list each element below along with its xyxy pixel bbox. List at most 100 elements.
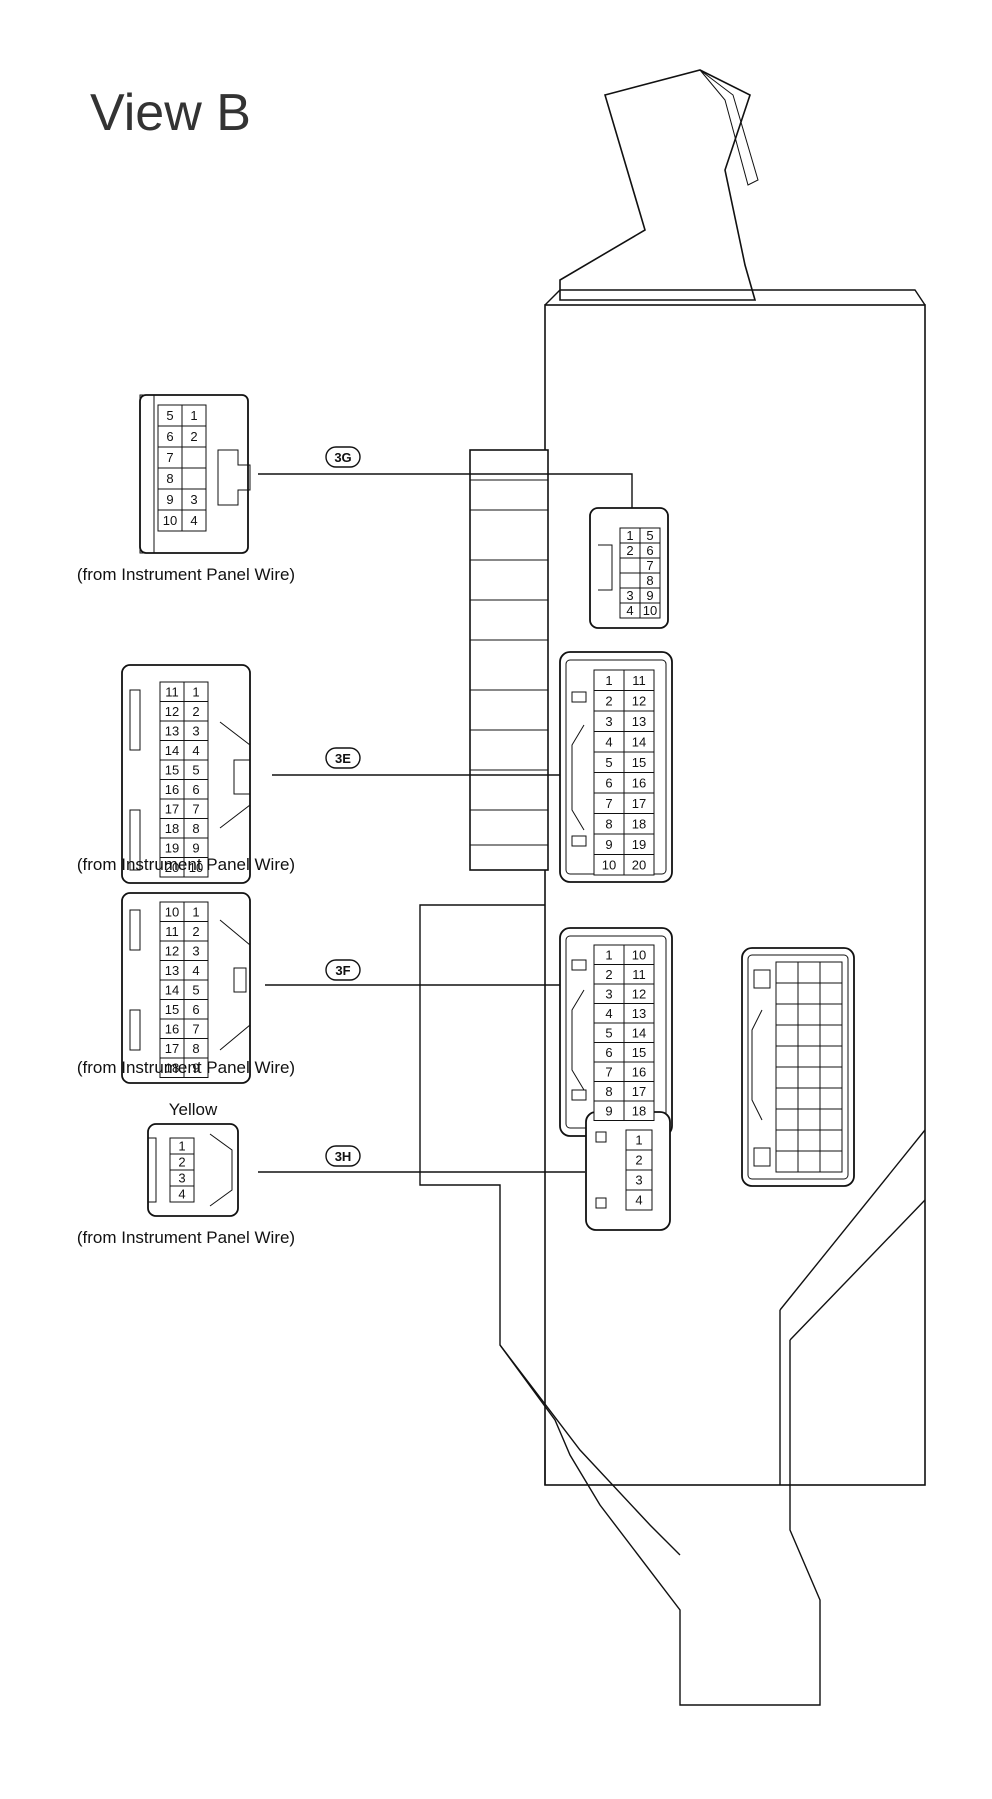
pin-number: 15 bbox=[165, 762, 179, 777]
pin-number: 15 bbox=[632, 1045, 646, 1060]
pin-number: 1 bbox=[190, 408, 197, 423]
pin-number: 6 bbox=[166, 429, 173, 444]
pin-number: 2 bbox=[192, 924, 199, 939]
pin-number: 20 bbox=[632, 857, 646, 872]
pin-number: 4 bbox=[192, 743, 199, 758]
pin-number: 18 bbox=[165, 1060, 179, 1075]
pin-number: 17 bbox=[632, 1084, 646, 1099]
pin-number: 18 bbox=[165, 821, 179, 836]
pin-number: 4 bbox=[178, 1187, 185, 1202]
pin-number: 10 bbox=[632, 947, 646, 962]
pin-number: 13 bbox=[165, 723, 179, 738]
wire-3G bbox=[258, 473, 633, 510]
top-bracket-tab bbox=[699, 69, 759, 186]
pin-number: 4 bbox=[190, 513, 197, 528]
pin-number: 16 bbox=[632, 775, 646, 790]
pin-number: 11 bbox=[165, 684, 179, 699]
housing-top-edge bbox=[544, 289, 926, 306]
pin-number: 16 bbox=[632, 1064, 646, 1079]
pin-number: 11 bbox=[632, 673, 646, 688]
junction-block-outline bbox=[419, 69, 926, 1706]
pin-number: 3 bbox=[605, 714, 612, 729]
pin-number: 4 bbox=[605, 1006, 612, 1021]
pin-number: 9 bbox=[192, 1060, 199, 1075]
pin-number: 1 bbox=[605, 673, 612, 688]
pin-number: 9 bbox=[605, 1103, 612, 1118]
pin-number: 12 bbox=[632, 693, 646, 708]
pin-number: 3 bbox=[192, 723, 199, 738]
pin-number: 4 bbox=[605, 734, 612, 749]
pin-number: 2 bbox=[605, 693, 612, 708]
lower-outline bbox=[419, 904, 821, 1706]
pin-number: 5 bbox=[605, 1025, 612, 1040]
pin-number: 11 bbox=[165, 924, 179, 939]
pin-number: 8 bbox=[192, 821, 199, 836]
svg-text:3E: 3E bbox=[335, 751, 351, 766]
pin-number: 8 bbox=[605, 1084, 612, 1099]
diag-edge-1 bbox=[779, 1129, 926, 1311]
pin-number: 3 bbox=[178, 1171, 185, 1186]
pin-number: 1 bbox=[178, 1139, 185, 1154]
top-bracket bbox=[559, 69, 757, 301]
view-title: View B bbox=[90, 84, 251, 142]
pin-number: 14 bbox=[632, 734, 646, 749]
tag-3H: 3H bbox=[325, 1145, 361, 1167]
pin-number: 2 bbox=[605, 967, 612, 982]
pin-number: 7 bbox=[192, 1021, 199, 1036]
pin-number: 8 bbox=[605, 816, 612, 831]
main-housing bbox=[544, 304, 926, 1486]
pin-number: 16 bbox=[165, 1021, 179, 1036]
svg-text:3F: 3F bbox=[335, 963, 350, 978]
pin-number: 5 bbox=[605, 755, 612, 770]
side-strip-ribs bbox=[470, 479, 548, 846]
pin-number: 8 bbox=[166, 471, 173, 486]
pin-number: 6 bbox=[646, 543, 653, 558]
svg-text:3H: 3H bbox=[335, 1149, 352, 1164]
pin-number: 14 bbox=[165, 743, 179, 758]
pin-number: 10 bbox=[189, 860, 203, 875]
wire-lines bbox=[258, 473, 633, 1173]
pin-number: 11 bbox=[632, 967, 646, 982]
pin-number: 4 bbox=[635, 1193, 642, 1208]
pin-number: 6 bbox=[605, 775, 612, 790]
pin-number: 3 bbox=[605, 986, 612, 1001]
pin-number: 1 bbox=[626, 528, 633, 543]
pin-number: 5 bbox=[166, 408, 173, 423]
pin-number: 5 bbox=[192, 762, 199, 777]
pin-number: 15 bbox=[632, 755, 646, 770]
side-strip bbox=[469, 449, 549, 871]
pin-number: 4 bbox=[192, 963, 199, 978]
pins-3H-socket: 1 2 3 4 bbox=[625, 1129, 653, 1211]
pin-number: 12 bbox=[165, 704, 179, 719]
pin-number: 9 bbox=[192, 840, 199, 855]
pin-number: 2 bbox=[190, 429, 197, 444]
pin-number: 2 bbox=[178, 1155, 185, 1170]
pin-number: 18 bbox=[632, 816, 646, 831]
unlabeled-socket-grid bbox=[775, 961, 843, 1173]
tag-3F: 3F bbox=[325, 959, 361, 981]
pin-number: 10 bbox=[602, 857, 616, 872]
pin-number: 10 bbox=[165, 904, 179, 919]
pin-number: 2 bbox=[635, 1153, 642, 1168]
pin-number: 13 bbox=[632, 714, 646, 729]
pin-number: 2 bbox=[192, 704, 199, 719]
pin-number: 12 bbox=[165, 943, 179, 958]
pin-number: 17 bbox=[632, 796, 646, 811]
pin-number: 17 bbox=[165, 801, 179, 816]
pin-number: 1 bbox=[635, 1133, 642, 1148]
pin-number: 17 bbox=[165, 1041, 179, 1056]
pin-number: 3 bbox=[635, 1173, 642, 1188]
pin-number: 10 bbox=[163, 513, 177, 528]
pin-number: 7 bbox=[646, 558, 653, 573]
pin-number: 1 bbox=[605, 947, 612, 962]
pin-number: 18 bbox=[632, 1103, 646, 1118]
pin-number: 2 bbox=[626, 543, 633, 558]
